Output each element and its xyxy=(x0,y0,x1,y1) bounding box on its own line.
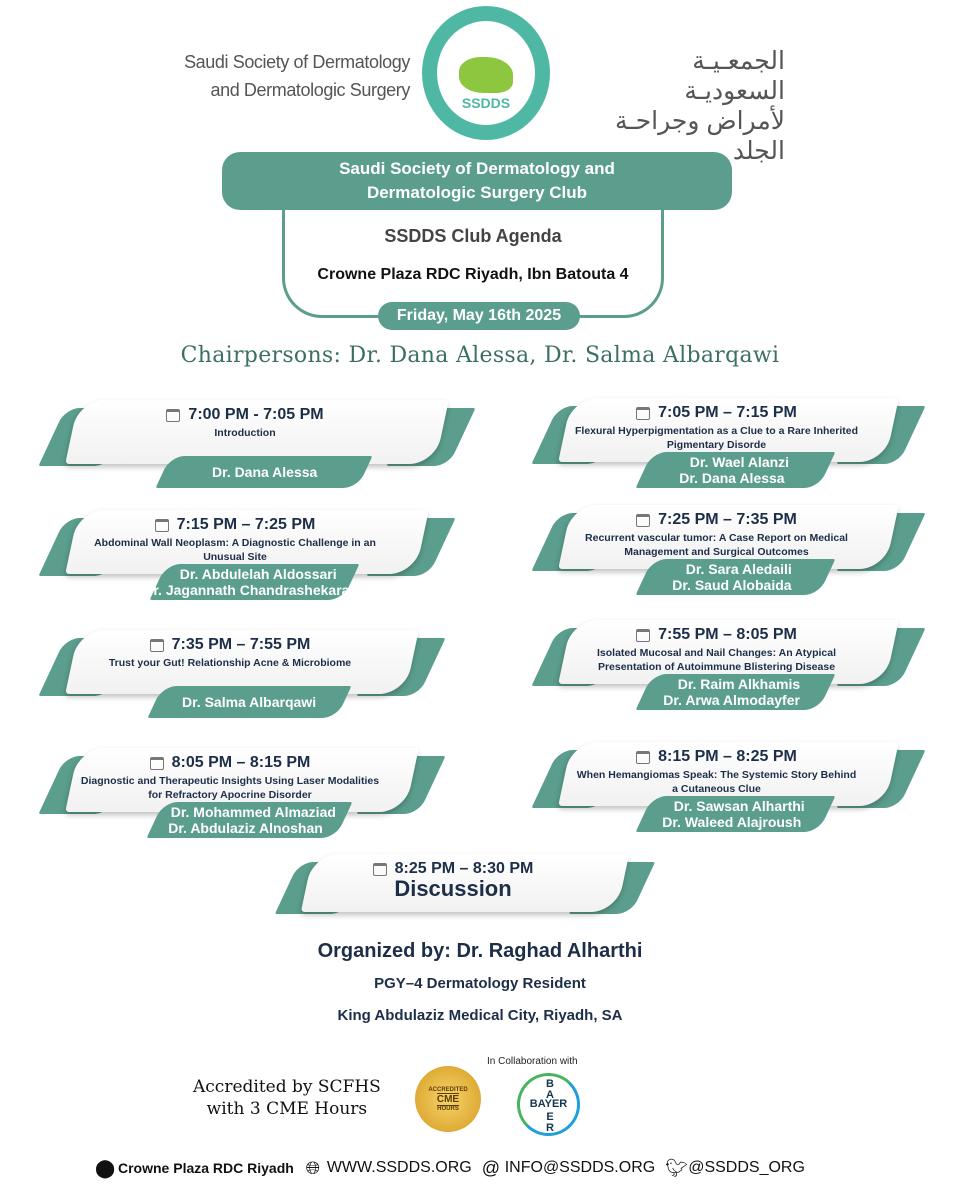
session-card: 7:05 PM – 7:15 PM Flexural Hyperpigmenta… xyxy=(531,396,930,491)
session-time: 7:15 PM – 7:25 PM xyxy=(176,516,316,533)
session-time: 8:15 PM – 8:25 PM xyxy=(658,748,797,765)
session-card: 7:35 PM – 7:55 PM Trust your Gut! Relati… xyxy=(38,628,450,723)
speaker-name: Dr. Dana Alessa xyxy=(211,464,318,480)
session-topic: Diagnostic and Therapeutic Insights Usin… xyxy=(80,775,380,801)
speaker-name: Dr. Sawsan Alharthi xyxy=(673,798,805,814)
session-card: 8:05 PM – 8:15 PM Diagnostic and Therape… xyxy=(38,746,450,841)
calendar-clock-icon xyxy=(166,408,181,422)
organizer-affiliation: King Abdulaziz Medical City, Riyadh, SA xyxy=(337,1007,623,1024)
organizer-name: Organized by: Dr. Raghad Alharthi xyxy=(317,940,643,962)
calendar-clock-icon xyxy=(372,862,387,876)
speaker-name: Dr. Arwa Almodayfer xyxy=(663,692,801,708)
chairpersons: Chairpersons: Dr. Dana Alessa, Dr. Salma… xyxy=(180,343,780,368)
calendar-clock-icon xyxy=(636,750,651,764)
twitter-icon: 🐦︎ xyxy=(665,1158,689,1178)
session-topic: Recurrent vascular tumor: A Case Report … xyxy=(585,532,848,558)
session-topic: Flexural Hyperpigmentation as a Clue to … xyxy=(575,425,858,451)
speakers-pill: Dr. Salma Albarqawi xyxy=(147,686,351,718)
session-topic: Isolated Mucosal and Nail Changes: An At… xyxy=(596,647,837,673)
session-time: 7:00 PM - 7:05 PM xyxy=(188,406,324,423)
speaker-name: Dr. Sara Aledaili xyxy=(686,561,793,577)
session-card: 7:25 PM – 7:35 PM Recurrent vascular tum… xyxy=(531,503,930,598)
twitter-link[interactable]: @SSDDS_ORG xyxy=(688,1159,805,1176)
calendar-clock-icon xyxy=(636,628,651,642)
agenda-box: SSDDS Club Agenda Crowne Plaza RDC Riyad… xyxy=(282,198,664,318)
speaker-name: Dr. Dana Alessa xyxy=(679,470,785,486)
society-name-english: Saudi Society of Dermatology and Dermato… xyxy=(184,52,410,100)
club-banner: Saudi Society of Dermatology and Dermato… xyxy=(222,152,732,210)
accreditation-text: Accredited by SCFHS with 3 CME Hours xyxy=(193,1077,381,1119)
session-card: 7:15 PM – 7:25 PM Abdominal Wall Neoplas… xyxy=(38,508,460,603)
session-topic: Trust your Gut! Relationship Acne & Micr… xyxy=(108,657,352,669)
discussion-card: 8:25 PM – 8:30 PM Discussion xyxy=(274,852,661,947)
collaboration-label: In Collaboration with xyxy=(487,1056,578,1067)
session-topic: When Hemangiomas Speak: The Systemic Sto… xyxy=(576,769,857,795)
location-pin-icon: ⬤ xyxy=(95,1158,116,1178)
session-card: 7:00 PM - 7:05 PM Introduction Dr. Dana … xyxy=(38,398,480,493)
speaker-name: Dr. Jagannath Chandrashekaran xyxy=(143,582,358,598)
speaker-name: Dr. Abdulaziz Alnoshan xyxy=(168,820,323,836)
ssdds-logo: SSDDS xyxy=(422,6,550,140)
session-topic: Abdominal Wall Neoplasm: A Diagnostic Ch… xyxy=(94,537,376,563)
speaker-name: Dr. Raim Alkhamis xyxy=(677,676,801,692)
speaker-name: Dr. Mohammed Almaziad xyxy=(170,804,336,820)
globe-icon: 🌐︎ xyxy=(305,1158,321,1178)
footer: ⬤Crowne Plaza RDC Riyadh 🌐︎WWW.SSDDS.ORG… xyxy=(95,1158,805,1178)
session-topic: Introduction xyxy=(214,427,276,439)
saudi-map-icon xyxy=(459,57,513,93)
session-time: 7:25 PM – 7:35 PM xyxy=(658,511,797,528)
speaker-name: Dr. Wael Alanzi xyxy=(689,454,789,470)
session-topic: Discussion xyxy=(394,876,512,901)
at-icon: @ xyxy=(481,1158,500,1178)
speakers-pill: Dr. Dana Alessa xyxy=(155,456,374,488)
event-date: Friday, May 16th 2025 xyxy=(378,302,580,330)
organizer-title: PGY–4 Dermatology Resident xyxy=(374,975,586,992)
speaker-name: Dr. Abdulelah Aldossari xyxy=(179,566,337,582)
calendar-clock-icon xyxy=(149,756,164,770)
agenda-title: SSDDS Club Agenda xyxy=(384,226,562,246)
calendar-clock-icon xyxy=(636,406,651,420)
session-card: 8:15 PM – 8:25 PM When Hemangiomas Speak… xyxy=(531,740,930,835)
venue: Crowne Plaza RDC Riyadh, Ibn Batouta 4 xyxy=(317,266,629,283)
cme-seal: ACCREDITED CME HOURS xyxy=(415,1066,481,1132)
calendar-clock-icon xyxy=(149,638,164,652)
speaker-name: Dr. Salma Albarqawi xyxy=(182,694,317,710)
speaker-name: Dr. Waleed Alajroush xyxy=(662,814,802,830)
session-time: 7:35 PM – 7:55 PM xyxy=(171,636,311,653)
calendar-clock-icon xyxy=(636,513,651,527)
session-time: 8:05 PM – 8:15 PM xyxy=(171,754,311,771)
speaker-name: Dr. Saud Alobaida xyxy=(672,577,792,593)
session-time: 8:25 PM – 8:30 PM xyxy=(394,860,534,877)
session-time: 7:05 PM – 7:15 PM xyxy=(658,404,797,421)
society-name-arabic: الجمعـيـة السعوديـة لأمراض وجراحـة الجلد xyxy=(614,47,785,165)
session-card: 7:55 PM – 8:05 PM Isolated Mucosal and N… xyxy=(531,618,930,713)
session-time: 7:55 PM – 8:05 PM xyxy=(658,626,797,643)
website-link[interactable]: WWW.SSDDS.ORG xyxy=(326,1159,472,1176)
calendar-clock-icon xyxy=(154,518,169,532)
email-link[interactable]: INFO@SSDDS.ORG xyxy=(504,1159,656,1176)
